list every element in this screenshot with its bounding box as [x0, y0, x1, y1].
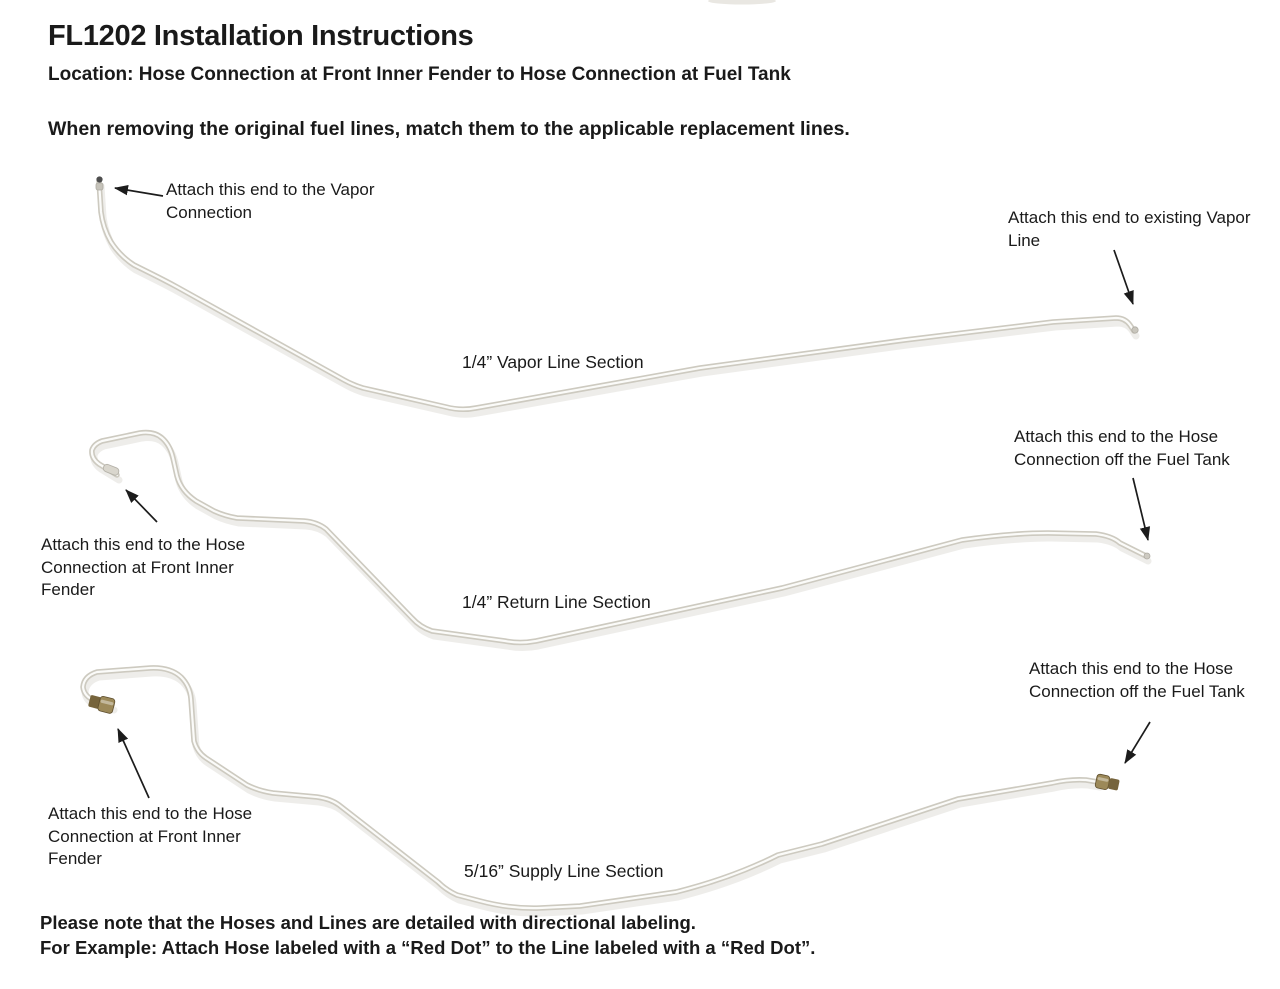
arrow-supply-left — [117, 728, 150, 799]
arrow-vapor-right — [1113, 249, 1134, 305]
callout-supply-left: Attach this end to the Hose Connection a… — [48, 804, 253, 868]
callout-return-left: Attach this end to the Hose Connection a… — [41, 535, 246, 599]
vapor-left-collar — [95, 182, 104, 191]
footer-note-line2: For Example: Attach Hose labeled with a … — [40, 937, 816, 958]
top-edge-sliver — [708, 0, 776, 5]
arrow-return-left — [125, 489, 158, 523]
arrow-supply-right — [1124, 721, 1151, 764]
return-left-tip — [102, 463, 120, 476]
callout-vapor-right: Attach this end to existing Vapor Line — [1008, 208, 1251, 250]
line-label-vapor: 1/4” Vapor Line Section — [462, 352, 644, 372]
arrow-vapor-left — [113, 184, 164, 197]
vapor-right-tip — [1131, 326, 1139, 334]
location-subtitle: Location: Hose Connection at Front Inner… — [48, 64, 791, 85]
callout-return-right: Attach this end to the Hose Connection o… — [1014, 427, 1230, 469]
intro-note: When removing the original fuel lines, m… — [48, 118, 850, 140]
vapor-left-tip — [96, 176, 103, 183]
callout-vapor-left: Attach this end to the Vapor Connection — [166, 180, 375, 222]
callout-supply-right: Attach this end to the Hose Connection o… — [1029, 659, 1245, 701]
return-line-tube — [89, 429, 1152, 651]
supply-line-tube — [80, 665, 1120, 917]
arrow-return-right — [1132, 477, 1151, 542]
vapor-line-tube — [95, 176, 1140, 418]
line-label-supply: 5/16” Supply Line Section — [464, 861, 664, 881]
return-right-tip — [1143, 552, 1151, 560]
supply-right-brass-fitting — [1094, 773, 1120, 791]
supply-left-brass-fitting — [88, 695, 116, 714]
page-title: FL1202 Installation Instructions — [48, 20, 474, 52]
line-label-return: 1/4” Return Line Section — [462, 592, 651, 612]
footer-note-line1: Please note that the Hoses and Lines are… — [40, 912, 696, 933]
